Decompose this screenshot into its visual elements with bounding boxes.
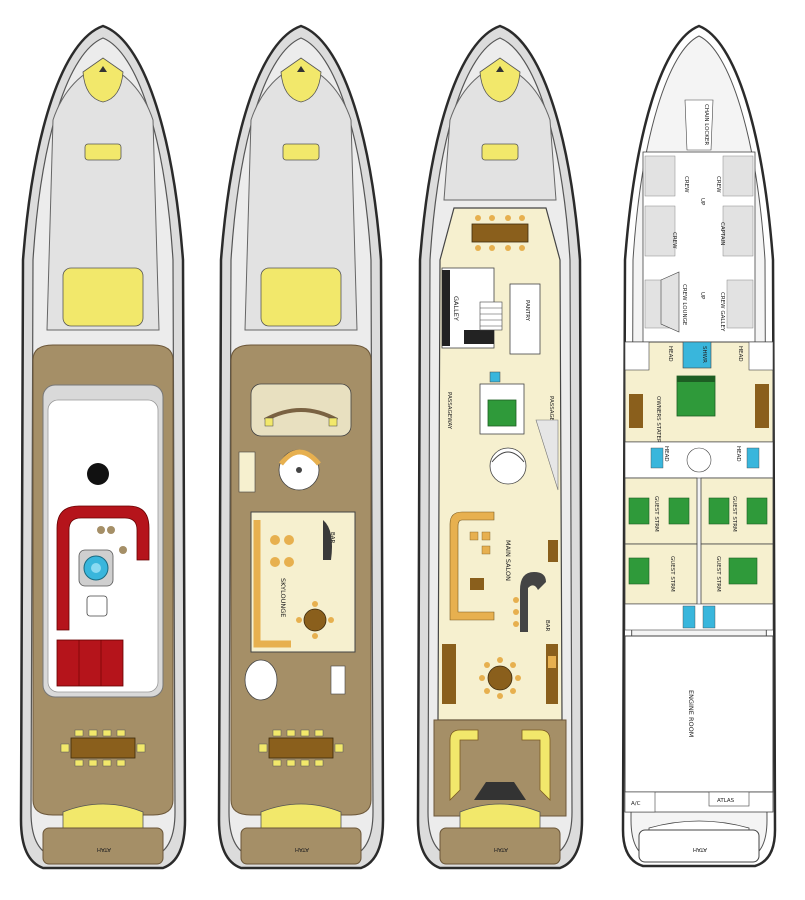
aft-sofa bbox=[449, 729, 479, 801]
galley-label: GALLEY bbox=[452, 296, 460, 321]
bar-counter bbox=[520, 572, 546, 632]
shwr-label: SHWR bbox=[701, 346, 707, 363]
bar-label: BAR bbox=[544, 620, 550, 632]
radar-dome bbox=[87, 463, 109, 485]
lower-deck: CHAIN LOCKER CREW CREW CREW CAPTAIN UP C… bbox=[621, 24, 777, 868]
crew-lounge bbox=[660, 271, 680, 333]
pantry bbox=[509, 283, 541, 355]
up-2-label: UP bbox=[699, 292, 705, 300]
hatch-1 bbox=[481, 143, 519, 161]
crew-1-label: CREW bbox=[683, 176, 689, 193]
hatch-2 bbox=[62, 267, 144, 327]
stern-label: ATAH bbox=[693, 846, 707, 852]
up-1-label: UP bbox=[699, 198, 705, 206]
stern-label: ATAH bbox=[295, 846, 309, 852]
forward-dining-table bbox=[471, 223, 529, 243]
guest-strm-1-label: GUEST STRM bbox=[653, 496, 659, 532]
owners-bed bbox=[676, 375, 716, 417]
bed bbox=[487, 399, 517, 427]
red-sofa bbox=[56, 505, 150, 631]
crew-galley-label: CREW GALLEY bbox=[719, 292, 725, 332]
bar-label: BAR bbox=[329, 532, 335, 544]
skylounge bbox=[250, 511, 356, 653]
sunpads bbox=[56, 639, 124, 687]
crew-3-label: CREW bbox=[671, 232, 677, 249]
stern-label: ATAH bbox=[494, 846, 508, 852]
guest-strm-4-label: GUEST STRM bbox=[715, 556, 721, 592]
hatch-2 bbox=[260, 267, 342, 327]
bar-counter bbox=[323, 520, 332, 560]
passageway-left-label: PASSAGEWAY bbox=[446, 392, 452, 430]
crew-lounge-label: CREW LOUNGE bbox=[681, 284, 687, 326]
head-4-label: HEAD bbox=[735, 446, 741, 462]
round-table bbox=[303, 608, 327, 632]
hatch-1 bbox=[282, 143, 320, 161]
main-deck: GALLEY PANTRY PASSAGEWAY PASSAGEWAY MAIN… bbox=[416, 24, 584, 870]
engine-room bbox=[624, 635, 774, 793]
head-1-label: HEAD bbox=[667, 346, 673, 362]
engine-room-label: ENGINE ROOM bbox=[687, 690, 695, 737]
bow-hatch bbox=[82, 57, 124, 103]
chain-locker-label: CHAIN LOCKER bbox=[703, 104, 709, 145]
spiral-stair bbox=[489, 447, 527, 485]
head-3-label: HEAD bbox=[663, 446, 669, 462]
salon-sofa bbox=[449, 511, 495, 621]
guest-strm-3-label: GUEST STRM bbox=[669, 556, 675, 592]
chain-locker bbox=[684, 99, 714, 151]
pantry-label: PANTRY bbox=[524, 300, 530, 322]
shower bbox=[682, 341, 712, 369]
skylounge-label: SKYLOUNGE bbox=[279, 578, 287, 617]
guest-strm-2-label: GUEST STRM bbox=[731, 496, 737, 532]
stern-label: ATAH bbox=[97, 846, 111, 852]
captain-label: CAPTAIN bbox=[719, 222, 725, 245]
aft-dining-table bbox=[268, 737, 334, 759]
round-table bbox=[487, 665, 513, 691]
bow-hatch bbox=[280, 57, 322, 103]
aft-dining-table bbox=[70, 737, 136, 759]
head-2-label: HEAD bbox=[737, 346, 743, 362]
ac-label: A/C bbox=[631, 801, 641, 807]
aft-settee bbox=[244, 659, 278, 701]
sun-deck: ATAH bbox=[19, 24, 187, 870]
atlas-label: ATLAS bbox=[717, 798, 735, 804]
crew-2-label: CREW bbox=[715, 176, 721, 193]
main-salon-label: MAIN SALON bbox=[504, 540, 512, 581]
bow-hatch bbox=[479, 57, 521, 103]
hatch-1 bbox=[84, 143, 122, 161]
passageway-right-label: PASSAGEWAY bbox=[548, 396, 554, 434]
owners-stateroom-label: OWNERS STATEROOM bbox=[655, 396, 661, 456]
bridge-deck: SKYLOUNGE BAR ATAH bbox=[217, 24, 385, 870]
